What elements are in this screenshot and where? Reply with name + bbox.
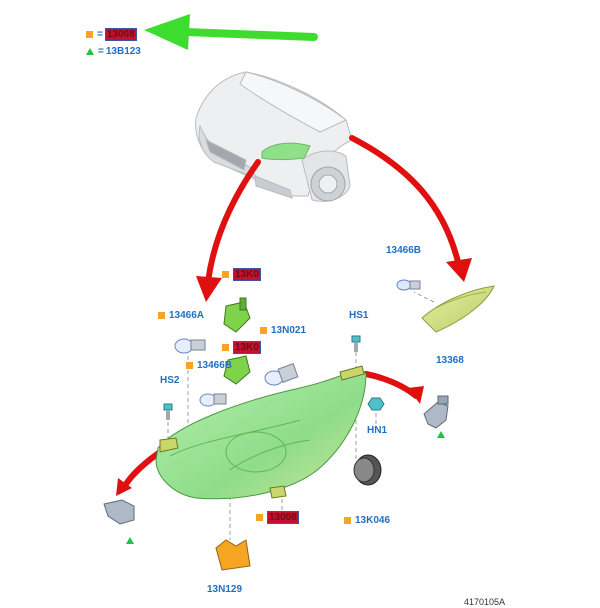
- label-bulb-13n021: 13N021: [260, 325, 306, 337]
- green-pointer-arrow: [144, 14, 318, 50]
- label-socket-upper: 13K0: [222, 268, 261, 281]
- label-bulb-13466a: 13466A: [158, 310, 204, 322]
- label-socket-lower: 13K0: [222, 341, 261, 354]
- orange-square-icon: [186, 361, 193, 369]
- bracket-left-shape: [103, 499, 135, 525]
- orange-square-icon: [344, 516, 351, 524]
- figure-id: 4170105A: [464, 597, 506, 607]
- orange-square-icon: [86, 30, 93, 38]
- screw-hs2-shape: [163, 403, 173, 420]
- label-nut-hn1: HN1: [367, 425, 388, 436]
- label-screw-hs2: HS2: [160, 375, 180, 386]
- label-screw-hs1: HS1: [349, 310, 369, 321]
- bulb-13n021-shape: [264, 363, 299, 386]
- legend-secondary-code: 13B123: [105, 46, 141, 57]
- nut-hn1-shape: [367, 397, 385, 411]
- legend-secondary: =13B123: [86, 46, 141, 58]
- orange-square-icon: [222, 270, 229, 278]
- legend-primary-code: 13008: [104, 28, 137, 41]
- bulb-13466a-shape: [174, 338, 206, 354]
- socket-upper-shape: [223, 297, 251, 333]
- bulb-13466b-upper-shape: [396, 279, 421, 291]
- red-arrowheads: [116, 258, 472, 496]
- label-bulb-13466b-upper: 13466B: [386, 245, 422, 256]
- orange-square-icon: [256, 513, 263, 521]
- label-housing: 13008: [256, 511, 299, 524]
- green-triangle-icon: [86, 47, 94, 55]
- label-bulb-13466b-lower: 13466B: [186, 360, 232, 372]
- bracket-right-shape: [423, 395, 449, 429]
- car-front-illustration: [195, 71, 353, 202]
- legend-primary: =13008: [86, 28, 137, 41]
- orange-square-icon: [158, 311, 165, 319]
- side-lamp-shape: [421, 285, 495, 333]
- orange-square-icon: [260, 326, 267, 334]
- headlamp-housing-shape: [155, 365, 367, 500]
- orange-square-icon: [222, 343, 229, 351]
- bulb-13466b-lower-shape: [199, 393, 227, 407]
- cap-13k046-shape: [353, 454, 382, 486]
- label-bracket-13n129: 13N129: [207, 584, 243, 595]
- socket-lower-shape: [223, 355, 251, 385]
- screw-hs1-shape: [351, 335, 361, 352]
- green-triangle-markers: [126, 431, 445, 544]
- label-side-lamp: 13368: [436, 355, 464, 366]
- label-cap-13k046: 13K046: [344, 515, 390, 527]
- bracket-13n129-shape: [215, 539, 251, 571]
